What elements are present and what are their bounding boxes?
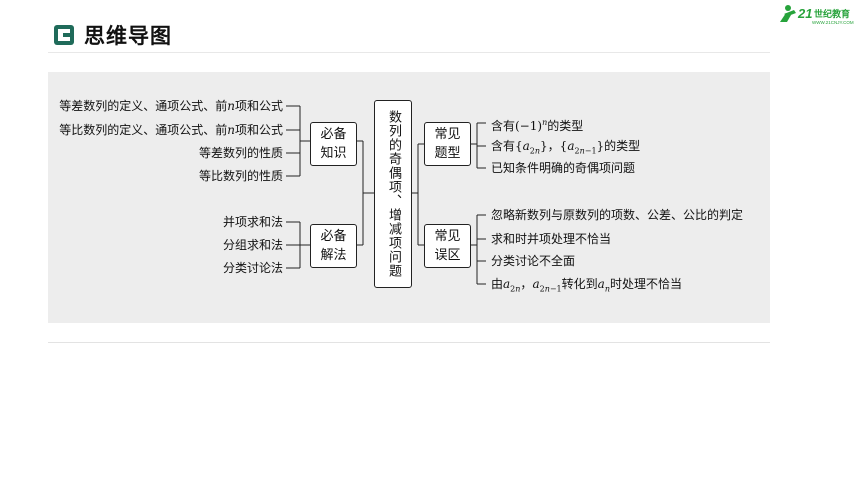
group-box-essential-knowledge: 必备知识 [310,122,357,166]
group-label: 必备知识 [320,127,347,161]
right-item-conversion-improper: 由a2n，a2n−1转化到an时处理不恰当 [491,277,682,294]
left-item-case-analysis: 分类讨论法 [222,261,283,275]
left-item-merge-sum: 并项求和法 [222,215,283,229]
left-item-geo-def: 等比数列的定义、通项公式、前n项和公式 [59,123,283,137]
center-topic-label: 数列的奇偶项、增减项问题 [386,110,401,278]
svg-text:世纪教育: 世纪教育 [814,8,850,20]
title-icon [54,25,74,45]
center-topic-box: 数列的奇偶项、增减项问题 [374,100,412,288]
right-item-even-odd-subseq: 含有{a2n}，{a2n−1}的类型 [491,139,641,156]
group-box-common-mistakes: 常见误区 [424,224,471,268]
right-item-merge-improper: 求和时并项处理不恰当 [491,232,612,246]
header-divider [48,52,770,53]
left-item-arith-prop: 等差数列的性质 [198,146,283,160]
group-box-common-types: 常见题型 [424,122,471,166]
left-item-arith-def: 等差数列的定义、通项公式、前n项和公式 [59,99,283,113]
right-item-explicit-condition: 已知条件明确的奇偶项问题 [491,161,636,175]
right-item-ignore-judgment: 忽略新数列与原数列的项数、公差、公比的判定 [491,208,744,222]
group-label: 常见误区 [434,229,461,263]
left-item-geo-prop: 等比数列的性质 [198,169,283,183]
right-item-neg-one-power: 含有(−1)n的类型 [491,118,584,133]
left-item-group-sum: 分组求和法 [222,238,283,252]
right-item-incomplete-cases: 分类讨论不全面 [491,254,576,268]
group-label: 必备解法 [320,229,347,263]
brand-logo: 21 世纪教育 WWW.21CNJY.COM [776,2,860,26]
svg-text:21: 21 [797,6,812,21]
group-box-essential-methods: 必备解法 [310,224,357,268]
footer-divider [48,342,770,343]
group-label: 常见题型 [434,127,461,161]
page-title: 思维导图 [84,24,172,48]
svg-text:WWW.21CNJY.COM: WWW.21CNJY.COM [812,20,854,25]
